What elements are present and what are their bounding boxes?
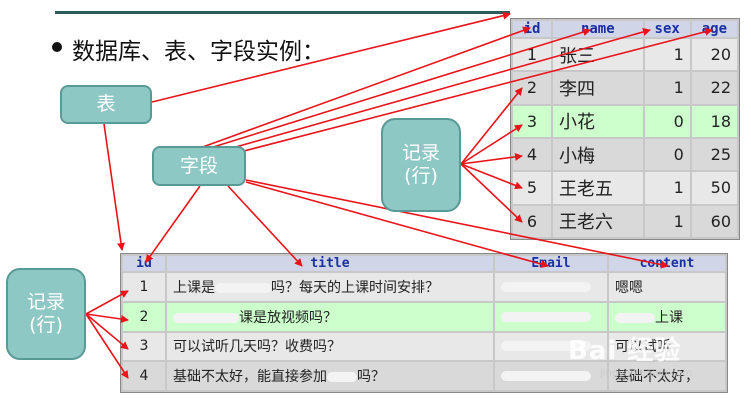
- cell-title: 上课是 吗？每天的上课时间安排？: [167, 273, 493, 301]
- table-row: 6 王老六 1 60: [513, 205, 737, 237]
- cell-sex: 1: [644, 205, 690, 237]
- record-label-line2: (行): [29, 314, 63, 336]
- title-underline: [55, 11, 510, 14]
- table-row: 4 小梅 0 25: [513, 138, 737, 171]
- cell-id: 2: [123, 302, 165, 331]
- title-part: 课是放视频吗？: [239, 309, 337, 326]
- t1-col-name: name: [553, 21, 643, 37]
- cell-age: 20: [691, 39, 737, 71]
- cell-sex: 0: [644, 138, 690, 171]
- t2-col-title: title: [167, 256, 493, 271]
- blur-mask: [501, 341, 591, 352]
- table-row: 1 张三 1 20: [513, 39, 737, 71]
- cell-email: [495, 332, 607, 361]
- blur-mask: [501, 311, 591, 322]
- table-row: 1 上课是 吗？每天的上课时间安排？ 嗯嗯: [123, 273, 725, 301]
- cell-email: [495, 302, 607, 331]
- cell-id: 1: [123, 273, 165, 301]
- record-label-line2: (行): [404, 165, 438, 187]
- watermark-sub: jingyan.baidu.com: [600, 368, 693, 379]
- cell-id: 4: [513, 138, 551, 171]
- cell-content: 嗯嗯: [609, 273, 725, 301]
- cell-age: 18: [691, 105, 737, 137]
- blur-mask: [615, 312, 655, 323]
- cell-id: 3: [123, 332, 165, 361]
- record-label-bottom: 记录(行): [6, 268, 86, 360]
- cell-id: 6: [513, 205, 551, 237]
- blur-mask: [501, 371, 591, 382]
- cell-id: 2: [513, 72, 551, 104]
- cell-id: 5: [513, 172, 551, 204]
- cell-age: 60: [691, 205, 737, 237]
- cell-name: 王老五: [553, 172, 643, 204]
- arrow-table-to-t2: [103, 123, 125, 251]
- blur-mask: [501, 281, 591, 292]
- t2-col-id: id: [123, 256, 165, 271]
- cell-sex: 1: [644, 72, 690, 104]
- record-label-line1: 记录: [26, 291, 65, 314]
- table-label: 表: [60, 85, 152, 124]
- blur-mask: [173, 312, 239, 323]
- blur-mask: [327, 372, 357, 383]
- title-part: 吗？: [357, 369, 385, 386]
- table-row: 3 可以试听几天吗？收费吗？ 可以试听: [123, 332, 725, 361]
- cell-id: 3: [513, 105, 551, 137]
- cell-title: 基础不太好，能直接参加 吗？: [167, 362, 493, 390]
- field-label: 字段: [152, 146, 246, 186]
- table-label-text: 表: [96, 93, 116, 116]
- table-row-highlighted: 2 课是放视频吗？ 上课: [123, 302, 725, 331]
- cell-name: 张三: [553, 39, 643, 71]
- heading-text: 数据库、表、字段实例：: [72, 39, 325, 65]
- record-label-line1: 记录: [401, 142, 440, 165]
- title-part: 吗？每天的上课时间安排？: [271, 279, 439, 296]
- title-part: 基础不太好，能直接参加: [173, 369, 327, 386]
- cell-title: 课是放视频吗？: [167, 302, 493, 331]
- arrow-field-t2-id: [145, 185, 201, 263]
- t1-col-age: age: [691, 21, 737, 37]
- bullet-icon: [52, 42, 62, 52]
- table-row: 2 李四 1 22: [513, 72, 737, 104]
- cell-id: 1: [513, 39, 551, 71]
- table-row: 4 基础不太好，能直接参加 吗？ 基础不太好，: [123, 362, 725, 390]
- table-row-highlighted: 3 小花 0 18: [513, 105, 737, 137]
- cell-email: [495, 273, 607, 301]
- cell-age: 25: [691, 138, 737, 171]
- cell-content: 上课: [609, 302, 725, 331]
- content-part: 上课: [655, 309, 683, 326]
- t2-col-content: content: [609, 256, 725, 271]
- record-label-top: 记录(行): [381, 118, 461, 212]
- cell-name: 王老六: [553, 205, 643, 237]
- cell-email: [495, 362, 607, 390]
- t1-col-sex: sex: [644, 21, 690, 37]
- field-label-text: 字段: [179, 154, 218, 177]
- cell-content: 可以试听: [609, 332, 725, 361]
- cell-content: 基础不太好，: [609, 362, 725, 390]
- t1-col-id: id: [513, 21, 551, 37]
- watermark: Bai 经验: [568, 336, 682, 366]
- title-part: 上课是: [173, 279, 215, 296]
- blur-mask: [215, 282, 271, 293]
- cell-age: 22: [691, 72, 737, 104]
- cell-name: 李四: [553, 72, 643, 104]
- cell-name: 小花: [553, 105, 643, 137]
- table-row: 5 王老五 1 50: [513, 172, 737, 204]
- cell-id: 4: [123, 362, 165, 390]
- cell-sex: 0: [644, 105, 690, 137]
- cell-sex: 1: [644, 39, 690, 71]
- cell-sex: 1: [644, 172, 690, 204]
- cell-title: 可以试听几天吗？收费吗？: [167, 332, 493, 361]
- student-table: id name sex age 1 张三 1 20 2 李四 1 22 3 小花…: [510, 18, 740, 240]
- cell-age: 50: [691, 172, 737, 204]
- t2-col-email: Email: [495, 256, 607, 271]
- cell-name: 小梅: [553, 138, 643, 171]
